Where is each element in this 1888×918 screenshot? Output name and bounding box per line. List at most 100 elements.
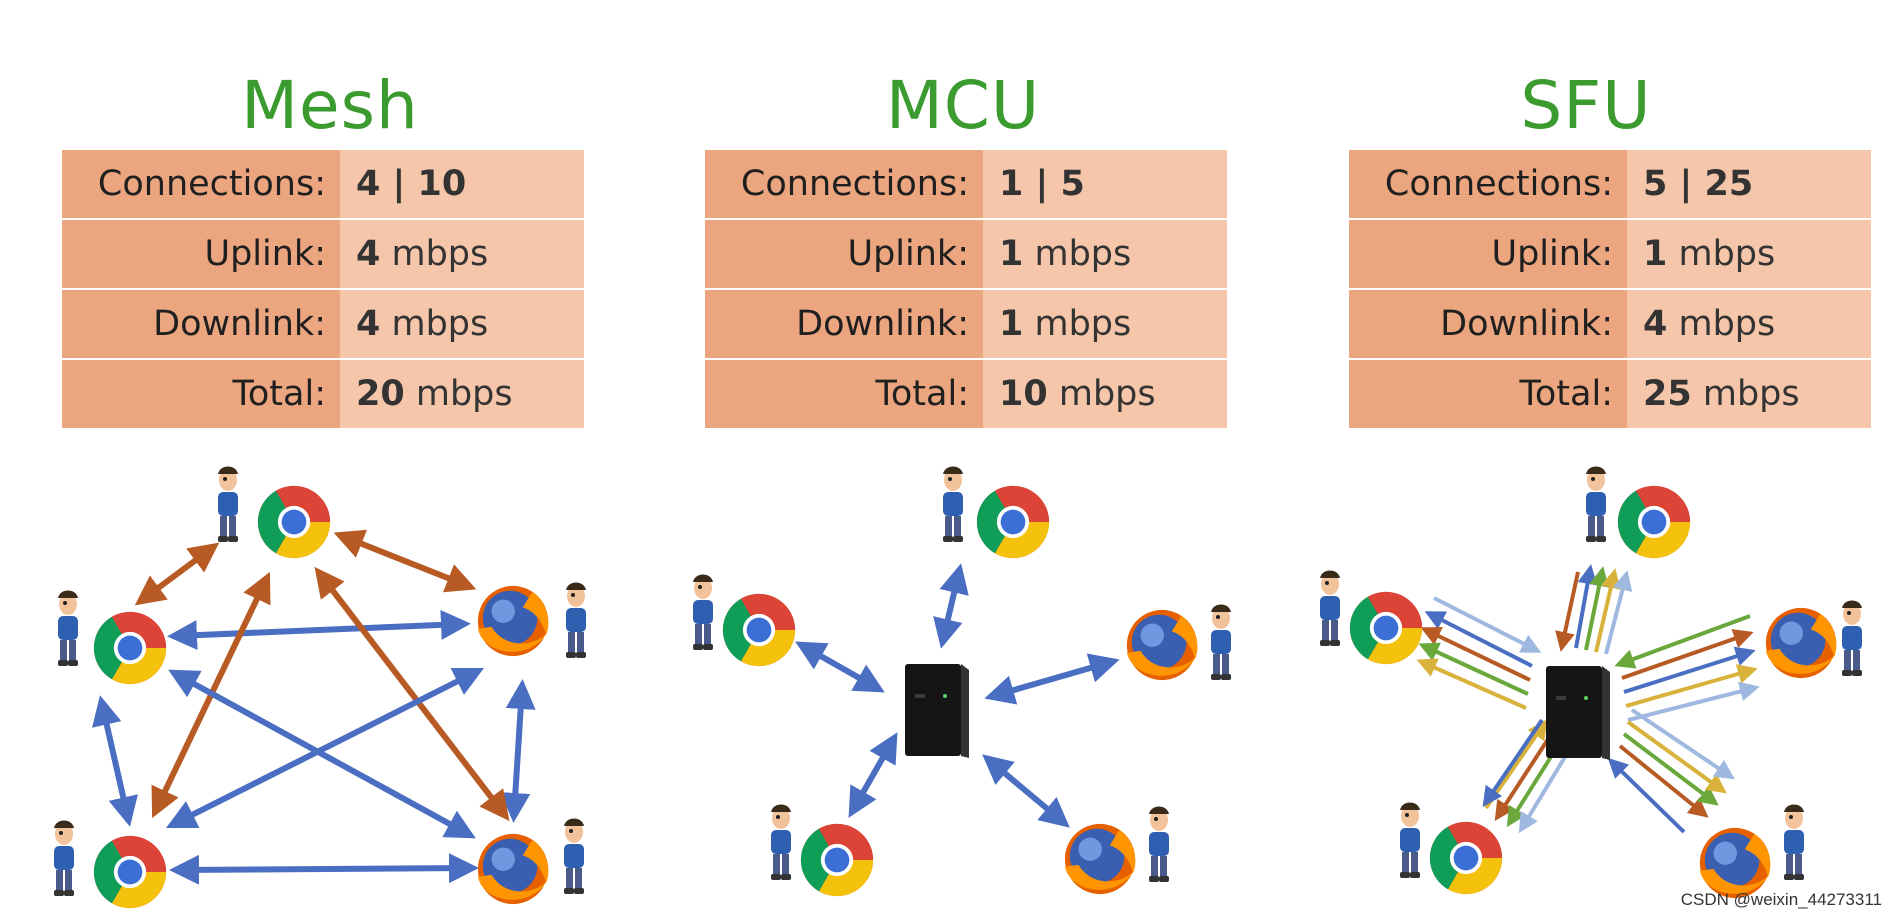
person-icon <box>1400 802 1420 878</box>
arrow <box>165 667 485 829</box>
stats-label: Uplink: <box>62 220 340 288</box>
stats-table: Connections: 4 | 10 Uplink: 4 mbps Downl… <box>62 150 584 430</box>
sfu-peer-bottom-left <box>1400 802 1503 895</box>
stats-value: 10 mbps <box>983 360 1227 428</box>
stats-value-number: 1 <box>999 234 1024 274</box>
panel-title: Mesh <box>241 67 419 144</box>
person-icon <box>1320 570 1340 646</box>
person-icon <box>1842 600 1862 676</box>
stats-value-number: 1 | 5 <box>999 164 1085 204</box>
stats-label: Total: <box>62 360 340 428</box>
stats-label: Total: <box>1349 360 1627 428</box>
stats-value-number: 25 <box>1643 374 1692 414</box>
chrome-icon <box>722 593 796 667</box>
server-icon <box>905 664 969 758</box>
panel-title: MCU <box>885 67 1041 144</box>
arrow <box>134 542 220 606</box>
stats-table: Connections: 1 | 5 Uplink: 1 mbps Downli… <box>705 150 1227 430</box>
stats-row-connections: Connections: 4 | 10 <box>62 150 584 218</box>
arrow <box>984 653 1120 705</box>
sfu-peer-right <box>1765 600 1862 679</box>
person-icon <box>1211 604 1231 680</box>
stats-value: 1 mbps <box>1627 220 1871 288</box>
arrow <box>1433 596 1542 653</box>
firefox-icon <box>1765 607 1837 679</box>
arrow <box>1418 642 1529 696</box>
sfu-diagram <box>1320 466 1862 899</box>
arrow <box>1607 757 1686 834</box>
person-icon <box>54 820 74 896</box>
stats-value-unit: mbps <box>1023 234 1132 274</box>
arrow <box>169 853 479 885</box>
stats-value-number: 4 <box>1643 304 1668 344</box>
arrow <box>1623 646 1756 694</box>
stats-label: Uplink: <box>1349 220 1627 288</box>
arrow <box>982 754 1070 828</box>
arrow <box>1494 728 1556 822</box>
arrow <box>1604 570 1633 655</box>
watermark: CSDN @weixin_44273311 <box>1680 890 1882 909</box>
stats-value: 1 mbps <box>983 290 1227 358</box>
mcu-peer-right <box>1126 604 1231 681</box>
sfu-peer-left <box>1320 570 1423 665</box>
stats-value: 25 mbps <box>1627 360 1871 428</box>
arrow <box>1625 664 1758 708</box>
mcu-peer-left <box>693 574 796 667</box>
arrow <box>1630 708 1735 780</box>
stats-value-unit: mbps <box>380 304 489 344</box>
stats-value-unit: mbps <box>1667 304 1776 344</box>
mesh-arrows <box>92 529 536 885</box>
stats-label: Downlink: <box>62 290 340 358</box>
stats-value: 4 | 10 <box>340 150 584 218</box>
person-icon <box>1149 806 1169 882</box>
chrome-icon <box>1429 821 1503 895</box>
mesh-peer-left <box>58 590 167 685</box>
stats-label: Connections: <box>62 150 340 218</box>
stats-row-connections: Connections: 1 | 5 <box>705 150 1227 218</box>
arrow <box>92 695 138 827</box>
stats-row-uplink: Uplink: 1 mbps <box>705 220 1227 288</box>
arrow <box>1416 658 1527 710</box>
stats-value-unit: mbps <box>1023 304 1132 344</box>
arrow <box>1420 627 1531 682</box>
person-icon <box>566 582 586 658</box>
arrow <box>1621 629 1754 680</box>
stats-label: Downlink: <box>1349 290 1627 358</box>
arrow <box>933 563 969 649</box>
arrow <box>848 732 898 818</box>
sfu-peer-bottom-right <box>1699 804 1804 899</box>
mesh-diagram <box>54 466 586 909</box>
stats-value-number: 4 | 10 <box>356 164 467 204</box>
stats-value-number: 10 <box>999 374 1048 414</box>
stats-value-number: 4 <box>356 234 381 274</box>
stats-label: Uplink: <box>705 220 983 288</box>
sfu-arrows <box>1416 564 1760 834</box>
stats-row-total: Total: 25 mbps <box>1349 360 1871 428</box>
person-icon <box>564 818 584 894</box>
mcu-peer-bottom-left <box>771 804 874 897</box>
stats-value: 20 mbps <box>340 360 584 428</box>
chrome-icon <box>257 485 331 559</box>
person-icon <box>1586 466 1606 542</box>
chrome-icon <box>93 611 167 685</box>
chrome-icon <box>93 835 167 909</box>
person-icon <box>771 804 791 880</box>
stats-value: 1 | 5 <box>983 150 1227 218</box>
chrome-icon <box>800 823 874 897</box>
stats-label: Downlink: <box>705 290 983 358</box>
stats-row-downlink: Downlink: 1 mbps <box>705 290 1227 358</box>
arrow <box>1614 614 1751 669</box>
arrow <box>1484 719 1548 810</box>
mesh-peer-top <box>218 466 331 559</box>
arrow <box>1482 718 1544 807</box>
server-icon <box>1546 666 1610 760</box>
panel-sfu: SFU Connections: 5 | 25 Uplink: 1 mbps D… <box>1286 0 1886 918</box>
stats-value-number: 1 <box>999 304 1024 344</box>
stats-row-uplink: Uplink: 1 mbps <box>1349 220 1871 288</box>
stats-value-unit: mbps <box>1691 374 1800 414</box>
stats-value: 4 mbps <box>340 290 584 358</box>
stats-value: 5 | 25 <box>1627 150 1871 218</box>
firefox-icon <box>1699 827 1771 899</box>
stats-value-unit: mbps <box>404 374 513 414</box>
mesh-peer-right <box>477 582 586 658</box>
